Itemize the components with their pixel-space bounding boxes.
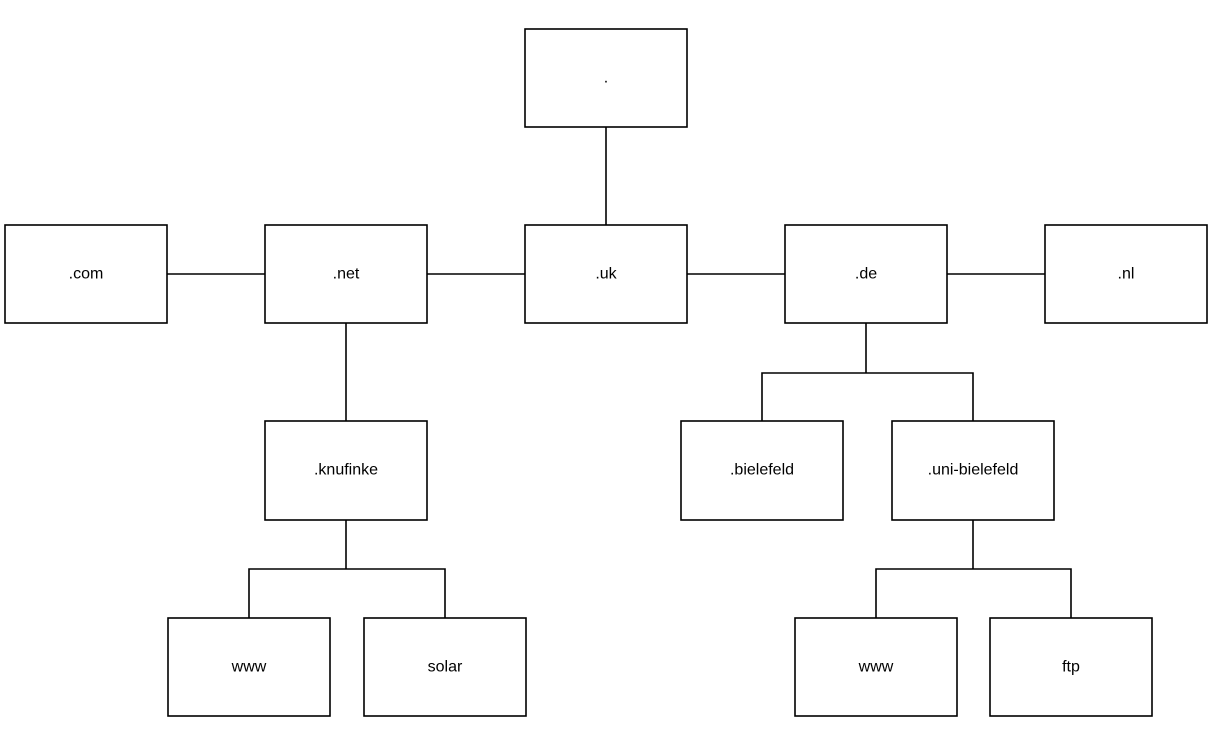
node-de-label: .de: [855, 266, 877, 283]
node-nl: .nl: [1044, 224, 1208, 324]
edge-knufinke-www: [248, 568, 346, 618]
node-uni-www: www: [794, 617, 958, 717]
node-knufinke-www: www: [167, 617, 331, 717]
node-uni-www-box: [794, 617, 958, 717]
edge-uni-bielefeld-www: [875, 568, 973, 618]
node-knufinke-www-box: [167, 617, 331, 717]
node-com-label: .com: [69, 266, 104, 283]
edge-uni-bielefeld-ftp: [973, 568, 1072, 618]
node-uni-bielefeld-label: .uni-bielefeld: [928, 462, 1019, 479]
node-net-label: .net: [333, 266, 360, 283]
node-knufinke-solar: solar: [363, 617, 527, 717]
node-knufinke-box: [264, 420, 428, 521]
node-bielefeld: .bielefeld: [680, 420, 844, 521]
node-root: .: [524, 28, 688, 128]
node-uni-ftp-label: ftp: [1062, 659, 1080, 676]
node-uni-bielefeld: .uni-bielefeld: [891, 420, 1055, 521]
node-root-box: [524, 28, 688, 128]
node-nl-label: .nl: [1118, 266, 1135, 283]
edge-de-uni-bielefeld: [866, 372, 974, 421]
node-knufinke-label: .knufinke: [314, 462, 378, 479]
node-uni-www-label: www: [858, 659, 894, 676]
edge-de-bielefeld: [761, 372, 866, 421]
node-uk-label: .uk: [595, 266, 617, 283]
node-nl-box: [1044, 224, 1208, 324]
node-uni-ftp-box: [989, 617, 1153, 717]
node-bielefeld-label: .bielefeld: [730, 462, 794, 479]
connector-lines: [167, 127, 1072, 618]
node-net: .net: [264, 224, 428, 324]
edge-knufinke-solar: [346, 568, 446, 618]
node-knufinke-solar-label: solar: [428, 659, 463, 676]
node-uni-bielefeld-box: [891, 420, 1055, 521]
node-de-box: [784, 224, 948, 324]
node-uni-ftp: ftp: [989, 617, 1153, 717]
node-uk-box: [524, 224, 688, 324]
node-knufinke-www-label: www: [231, 659, 267, 676]
node-root-label: .: [604, 70, 608, 87]
node-com: .com: [4, 224, 168, 324]
node-knufinke-solar-box: [363, 617, 527, 717]
node-de: .de: [784, 224, 948, 324]
node-net-box: [264, 224, 428, 324]
node-uk: .uk: [524, 224, 688, 324]
node-com-box: [4, 224, 168, 324]
node-knufinke: .knufinke: [264, 420, 428, 521]
node-bielefeld-box: [680, 420, 844, 521]
